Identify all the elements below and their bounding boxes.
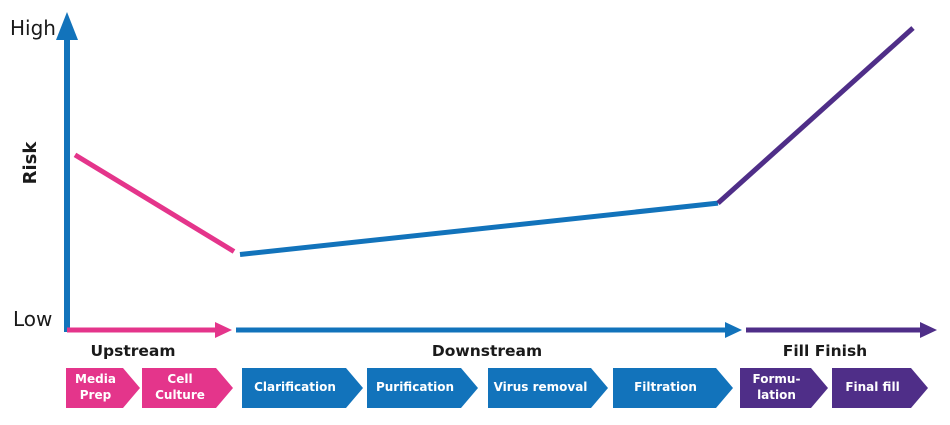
x-axis-arrowhead-downstream	[725, 322, 742, 338]
x-axis-arrowhead-upstream	[215, 322, 232, 338]
risk-line-downstream	[239, 200, 719, 257]
y-axis-arrowhead	[56, 12, 78, 40]
risk-line-fill-finish	[716, 26, 915, 206]
y-axis-title: Risk	[20, 141, 41, 185]
phase-label-upstream: Upstream	[90, 342, 176, 360]
risk-line-upstream	[73, 152, 236, 254]
y-axis-high-label: High	[10, 16, 56, 40]
phase-label-fill-finish: Fill Finish	[782, 342, 868, 360]
x-axis-arrowhead-fill-finish	[920, 322, 937, 338]
y-axis-low-label: Low	[13, 307, 53, 331]
phase-label-downstream: Downstream	[431, 342, 543, 360]
